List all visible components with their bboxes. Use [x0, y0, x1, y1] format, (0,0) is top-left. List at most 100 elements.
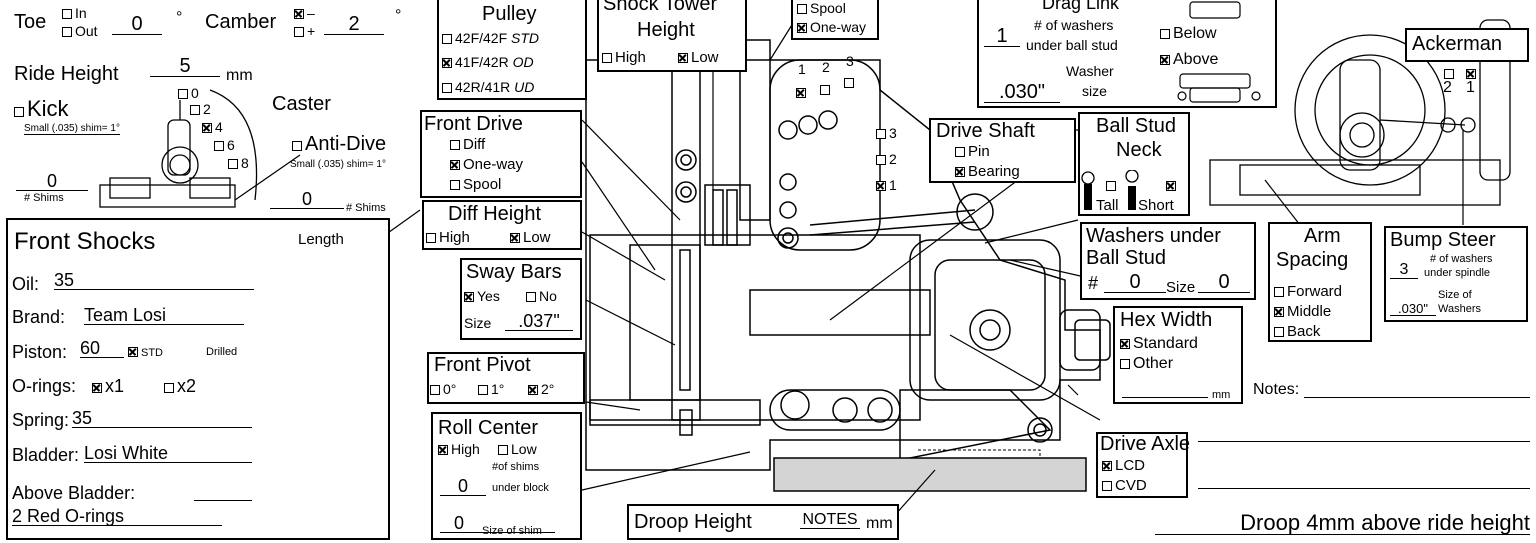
toe-in-checkbox[interactable] — [62, 9, 72, 19]
drive-axle-lcd-checkbox[interactable] — [1102, 461, 1112, 471]
drag-link-below-option[interactable]: Below — [1160, 26, 1217, 42]
pulley-opt-ud[interactable]: 42R/41R UD — [442, 80, 534, 94]
caster-6-checkbox[interactable] — [214, 141, 224, 151]
notes-text[interactable]: Droop 4mm above ride height — [1155, 512, 1530, 535]
diff-oneway-option[interactable]: One-way — [797, 20, 866, 34]
front-pivot-1-checkbox[interactable] — [478, 385, 488, 395]
sway-size-value[interactable]: .037" — [505, 312, 573, 331]
ackerman-2-checkbox-wrap[interactable] — [1444, 66, 1457, 82]
arm-back-option[interactable]: Back — [1274, 324, 1320, 339]
hex-other-checkbox[interactable] — [1120, 359, 1130, 369]
shock-tower-high-checkbox[interactable] — [602, 53, 612, 63]
caster-8-option[interactable]: 8 — [228, 156, 249, 170]
ackerman-2-checkbox[interactable] — [1444, 69, 1454, 79]
caster-2-option[interactable]: 2 — [190, 102, 211, 116]
kick-checkbox[interactable] — [14, 107, 24, 117]
toe-out-option[interactable]: Out — [62, 24, 98, 38]
front-pivot-2-option[interactable]: 2° — [528, 382, 554, 396]
sway-no-checkbox[interactable] — [526, 292, 536, 302]
ball-stud-tall-checkbox-wrap[interactable] — [1106, 178, 1119, 194]
front-drive-spool-checkbox[interactable] — [450, 180, 460, 190]
pulley-opt-od[interactable]: 41F/42R OD — [442, 55, 534, 69]
caster-2-checkbox[interactable] — [190, 105, 200, 115]
camber-minus-checkbox[interactable] — [294, 9, 304, 19]
tower-hole-3-option[interactable] — [844, 75, 857, 91]
ball-stud-short-checkbox[interactable] — [1166, 181, 1176, 191]
piston-value[interactable]: 60 — [80, 339, 124, 358]
hex-other-option[interactable]: Other — [1120, 356, 1173, 372]
ackerman-1-checkbox-wrap[interactable] — [1466, 66, 1479, 82]
caster-0-option[interactable]: 0 — [178, 86, 199, 100]
arm-middle-checkbox[interactable] — [1274, 307, 1284, 317]
tower-side-1-checkbox[interactable] — [876, 181, 886, 191]
front-pivot-0-checkbox[interactable] — [430, 385, 440, 395]
toe-out-checkbox[interactable] — [62, 27, 72, 37]
drive-axle-cvd-option[interactable]: CVD — [1102, 478, 1147, 493]
front-pivot-1-option[interactable]: 1° — [478, 382, 504, 396]
sway-yes-option[interactable]: Yes — [464, 289, 500, 303]
pulley-std-checkbox[interactable] — [442, 34, 452, 44]
tower-side-2-checkbox[interactable] — [876, 155, 886, 165]
sway-yes-checkbox[interactable] — [464, 292, 474, 302]
diff-height-high-option[interactable]: High — [426, 230, 470, 245]
drive-shaft-bearing-option[interactable]: Bearing — [955, 164, 1020, 179]
tower-hole-3-checkbox[interactable] — [844, 78, 854, 88]
roll-center-size-value[interactable]: 0 — [440, 514, 555, 533]
diff-oneway-checkbox[interactable] — [797, 23, 807, 33]
front-drive-spool-option[interactable]: Spool — [450, 177, 501, 192]
drag-link-above-option[interactable]: Above — [1160, 52, 1218, 68]
orings-x1-option[interactable]: x1 — [92, 377, 124, 395]
oil-value[interactable]: 35 — [54, 271, 254, 290]
pulley-od-checkbox[interactable] — [442, 58, 452, 68]
droop-height-value[interactable]: NOTES — [800, 512, 860, 529]
washers-size-value[interactable]: 0 — [1198, 272, 1250, 293]
bladder-value[interactable]: Losi White — [84, 444, 252, 463]
ball-stud-short-checkbox-wrap[interactable] — [1166, 178, 1179, 194]
tower-hole-2-checkbox[interactable] — [820, 85, 830, 95]
arm-middle-option[interactable]: Middle — [1274, 304, 1331, 319]
front-pivot-0-option[interactable]: 0° — [430, 382, 456, 396]
front-pivot-2-checkbox[interactable] — [528, 385, 538, 395]
brand-value[interactable]: Team Losi — [84, 306, 244, 325]
toe-in-option[interactable]: In — [62, 6, 87, 20]
hex-standard-checkbox[interactable] — [1120, 339, 1130, 349]
anti-dive-checkbox[interactable] — [292, 141, 302, 151]
camber-value[interactable]: 2 — [324, 14, 384, 35]
drag-link-washers-value[interactable]: 1 — [984, 26, 1020, 47]
drive-axle-cvd-checkbox[interactable] — [1102, 481, 1112, 491]
notes-line-2[interactable] — [1198, 441, 1530, 442]
anti-dive-option[interactable]: Anti-Dive — [292, 134, 386, 154]
hex-standard-option[interactable]: Standard — [1120, 336, 1198, 352]
arm-forward-checkbox[interactable] — [1274, 287, 1284, 297]
drag-link-washer-size[interactable]: .030" — [984, 82, 1060, 103]
ackerman-1-checkbox[interactable] — [1466, 69, 1476, 79]
roll-center-high-checkbox[interactable] — [438, 445, 448, 455]
piston-std-option[interactable]: STD — [128, 347, 163, 359]
diff-spool-option[interactable]: Spool — [797, 1, 846, 15]
washers-num-value[interactable]: 0 — [1104, 272, 1166, 293]
drive-shaft-bearing-checkbox[interactable] — [955, 167, 965, 177]
front-drive-diff-checkbox[interactable] — [450, 140, 460, 150]
camber-plus-checkbox[interactable] — [294, 27, 304, 37]
roll-center-low-checkbox[interactable] — [498, 445, 508, 455]
caster-4-option[interactable]: 4 — [202, 120, 223, 134]
diff-height-low-checkbox[interactable] — [510, 233, 520, 243]
caster-8-checkbox[interactable] — [228, 159, 238, 169]
camber-plus-option[interactable]: + — [294, 24, 315, 38]
pulley-opt-std[interactable]: 42F/42F STD — [442, 31, 539, 45]
orings-x2-option[interactable]: x2 — [164, 377, 196, 395]
sway-no-option[interactable]: No — [526, 289, 557, 303]
ball-stud-tall-checkbox[interactable] — [1106, 181, 1116, 191]
tower-side-3-checkbox[interactable] — [876, 129, 886, 139]
roll-center-high-option[interactable]: High — [438, 442, 480, 456]
kick-option[interactable]: Kick — [14, 98, 69, 120]
roll-center-low-option[interactable]: Low — [498, 442, 537, 456]
pulley-ud-checkbox[interactable] — [442, 83, 452, 93]
front-drive-oneway-option[interactable]: One-way — [450, 157, 523, 172]
drive-axle-lcd-option[interactable]: LCD — [1102, 458, 1145, 473]
drive-shaft-pin-option[interactable]: Pin — [955, 144, 990, 159]
hex-width-value-line[interactable] — [1122, 397, 1208, 398]
tower-side-3-option[interactable]: 3 — [876, 126, 897, 140]
shock-tower-high-option[interactable]: High — [602, 50, 646, 65]
kick-shims-value[interactable]: 0 — [16, 172, 88, 191]
